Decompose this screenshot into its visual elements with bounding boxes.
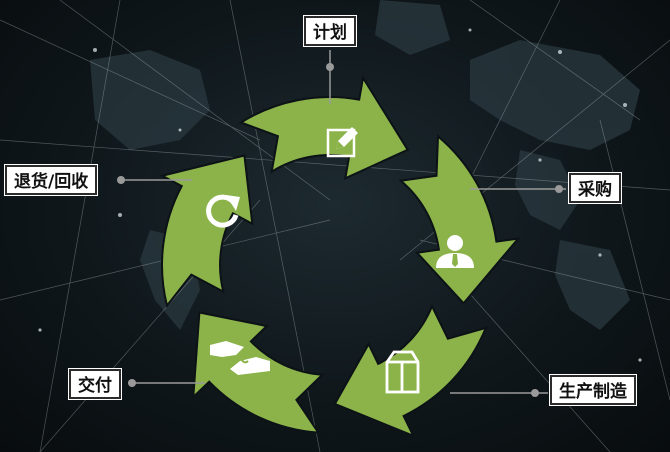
arrow-plan — [238, 75, 410, 180]
edit-icon — [326, 127, 358, 158]
arrow-manufacturing — [333, 303, 488, 438]
milk-carton-icon — [385, 350, 420, 394]
stage-label-manufacturing: 生产制造 — [550, 375, 636, 405]
stage-label-plan: 计划 — [304, 16, 356, 46]
connector-dot-procurement — [555, 185, 563, 193]
refresh-icon — [206, 194, 240, 228]
arrow-procurement — [398, 134, 521, 305]
connector-dot-returns — [117, 176, 125, 184]
connector-dot-manufacturing — [531, 389, 539, 397]
stage-label-returns: 退货/回收 — [5, 165, 98, 195]
arrow-returns — [159, 154, 254, 308]
person-icon — [436, 235, 474, 268]
stage-label-procurement: 采购 — [569, 173, 621, 203]
handshake-icon — [210, 341, 270, 375]
connector-dot-plan — [326, 63, 334, 71]
connector-dot-delivery — [128, 379, 136, 387]
stage-label-delivery: 交付 — [69, 369, 121, 399]
